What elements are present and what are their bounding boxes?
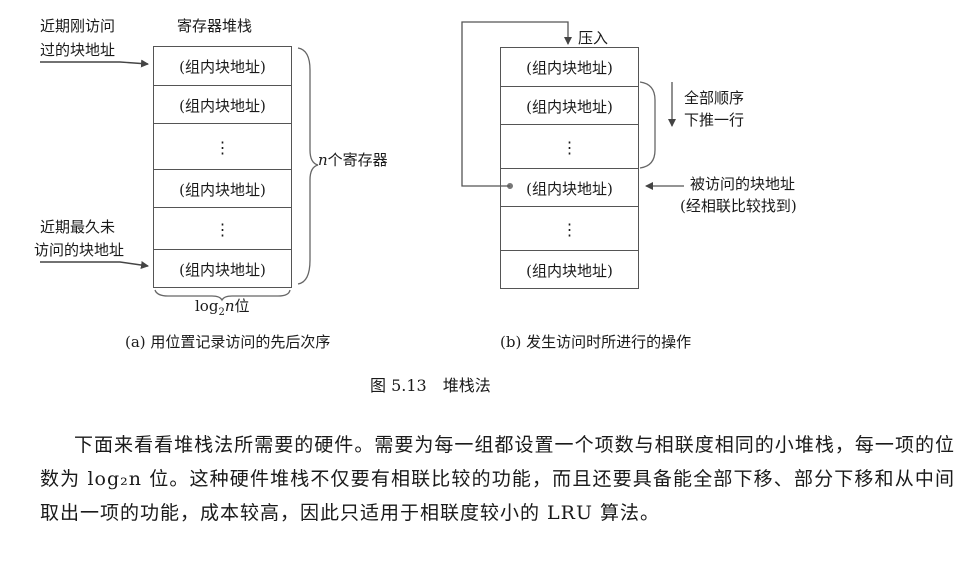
width-suffix: 位 xyxy=(234,297,250,315)
label-push: 压入 xyxy=(578,29,609,47)
cell-text: (组内块地址) xyxy=(526,179,613,198)
stack-b-ellipsis-2: ⋮ xyxy=(501,206,638,251)
brace-width xyxy=(154,289,291,302)
width-sub: 2 xyxy=(218,307,225,318)
cell-text: (组内块地址) xyxy=(179,180,266,199)
register-stack-a: (组内块地址) (组内块地址) ⋮ (组内块地址) ⋮ (组内块地址) xyxy=(153,46,292,288)
label-shift-line2: 下推一行 xyxy=(684,111,745,129)
stack-a-ellipsis-1: ⋮ xyxy=(154,123,291,170)
label-recent-line2: 过的块地址 xyxy=(40,41,116,59)
cell-text: (组内块地址) xyxy=(526,58,613,77)
register-stack-b: (组内块地址) (组内块地址) ⋮ (组内块地址) ⋮ (组内块地址) xyxy=(500,47,639,289)
stack-a-cell-1: (组内块地址) xyxy=(154,47,291,85)
label-recent-line1: 近期刚访问 xyxy=(40,17,116,35)
stack-a-cell-2: (组内块地址) xyxy=(154,85,291,124)
stack-a-cell-4: (组内块地址) xyxy=(154,249,291,288)
cell-text: (组内块地址) xyxy=(179,57,266,76)
label-shift-line1: 全部顺序 xyxy=(684,89,745,107)
stack-b-ellipsis-1: ⋮ xyxy=(501,124,638,169)
label-n-registers: n个寄存器 xyxy=(318,150,388,170)
label-accessed-line2: (经相联比较找到) xyxy=(680,197,797,215)
n-registers-text: 个寄存器 xyxy=(327,151,388,169)
caption-b: (b) 发生访问时所进行的操作 xyxy=(500,333,692,351)
label-oldest-line1: 近期最久未 xyxy=(40,218,116,236)
body-paragraph: 下面来看看堆栈法所需要的硬件。需要为每一组都设置一个项数与相联度相同的小堆栈，每… xyxy=(40,434,955,524)
stack-b-cell-2: (组内块地址) xyxy=(501,86,638,125)
arrow-oldest xyxy=(40,261,149,269)
n-variable: n xyxy=(318,151,328,169)
stack-b-cell-accessed: (组内块地址) xyxy=(501,168,638,207)
cell-text: (组内块地址) xyxy=(179,96,266,115)
width-n: n xyxy=(224,297,235,315)
stack-a-cell-3: (组内块地址) xyxy=(154,169,291,208)
caption-a: (a) 用位置记录访问的先后次序 xyxy=(125,333,331,351)
stack-b-cell-4: (组内块地址) xyxy=(501,250,638,289)
brace-shift-down xyxy=(639,81,656,169)
stack-a-title: 寄存器堆栈 xyxy=(177,17,253,35)
label-width: log2n位 xyxy=(195,296,250,323)
cell-text: (组内块地址) xyxy=(526,97,613,116)
brace-n-registers xyxy=(297,47,319,285)
cell-text: (组内块地址) xyxy=(526,261,613,280)
arrow-recent xyxy=(40,59,149,68)
label-accessed-line1: 被访问的块地址 xyxy=(690,175,796,193)
arrow-push-loop xyxy=(461,21,572,187)
stack-a-ellipsis-2: ⋮ xyxy=(154,207,291,250)
figure-caption: 图 5.13 堆栈法 xyxy=(370,376,491,395)
width-log: log xyxy=(195,297,219,315)
cell-text: (组内块地址) xyxy=(179,260,266,279)
label-oldest-line2: 访问的块地址 xyxy=(34,241,125,259)
stack-b-cell-1: (组内块地址) xyxy=(501,48,638,86)
